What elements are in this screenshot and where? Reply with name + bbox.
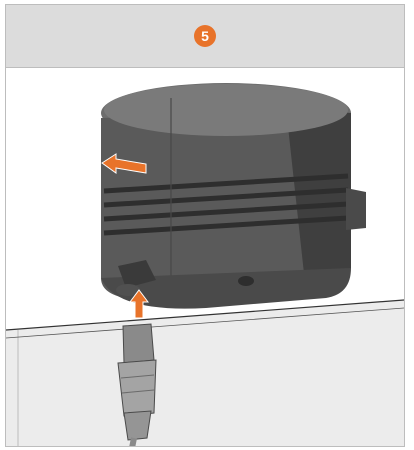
power-cable-plug-icon xyxy=(117,323,157,446)
device-illustration xyxy=(6,83,404,446)
step-number-badge: 5 xyxy=(194,25,216,47)
arrow-up-icon xyxy=(129,289,149,319)
arrow-left-icon xyxy=(101,153,147,174)
table-surface xyxy=(6,300,404,446)
round-gray-device-icon xyxy=(101,83,366,309)
step-header: 5 xyxy=(6,5,404,68)
step-illustration xyxy=(6,68,404,446)
instruction-step-panel: 5 xyxy=(5,4,405,447)
